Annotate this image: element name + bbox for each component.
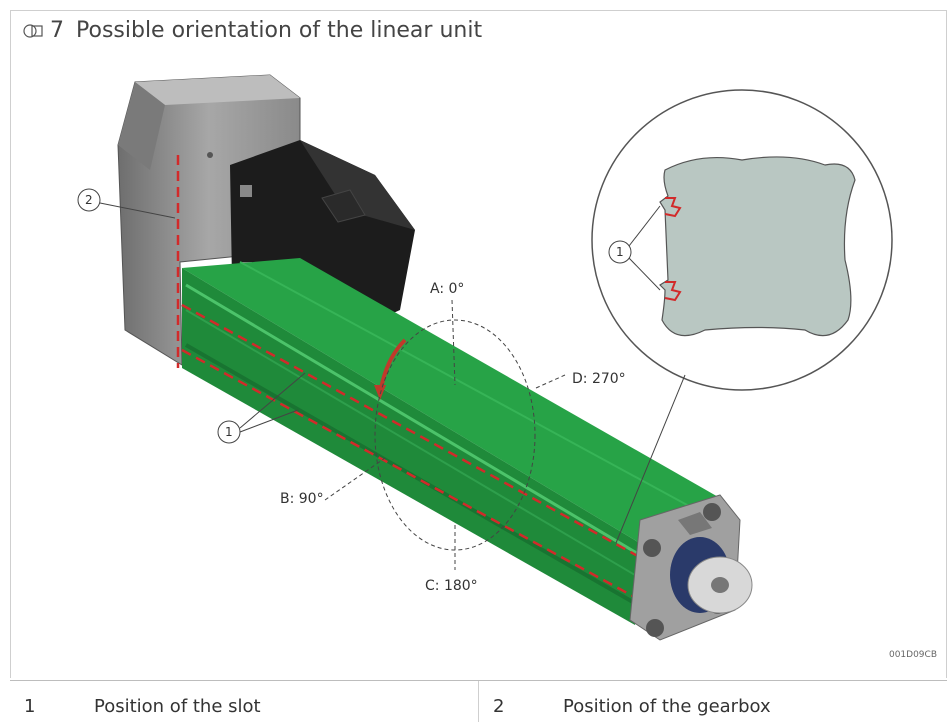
callout-gearbox: 2 bbox=[77, 188, 176, 219]
svg-text:1: 1 bbox=[225, 425, 233, 439]
profile-body bbox=[182, 258, 720, 625]
slot-markers bbox=[176, 155, 646, 602]
angle-label-c: C: 180° bbox=[425, 578, 478, 594]
figure-frame bbox=[10, 10, 947, 678]
legend-item-slot: 1 Position of the slot bbox=[10, 681, 478, 722]
figure-number: 7 bbox=[50, 18, 64, 43]
angle-label-b: B: 90° bbox=[280, 491, 324, 507]
figure-caption: 7 Possible orientation of the linear uni… bbox=[22, 18, 482, 43]
figure-title: Possible orientation of the linear unit bbox=[76, 18, 483, 43]
legend-text: Position of the gearbox bbox=[563, 696, 771, 717]
angle-label-a: A: 0° bbox=[430, 281, 464, 297]
end-plate bbox=[629, 494, 753, 641]
legend-number: 1 bbox=[24, 696, 36, 717]
callout-slot: 1 bbox=[217, 372, 306, 444]
figure-icon bbox=[23, 23, 43, 38]
orientation-guides bbox=[324, 299, 566, 570]
svg-text:1: 1 bbox=[616, 245, 624, 259]
legend-text: Position of the slot bbox=[94, 696, 261, 717]
legend-item-gearbox: 2 Position of the gearbox bbox=[478, 681, 947, 722]
legend-number: 2 bbox=[493, 696, 505, 717]
svg-text:2: 2 bbox=[85, 193, 93, 207]
callout-detail-slot: 1 bbox=[608, 205, 661, 291]
image-code: 001D09CB bbox=[888, 650, 937, 660]
gearbox bbox=[117, 74, 301, 366]
angle-label-d: D: 270° bbox=[572, 371, 626, 387]
legend-table: 1 Position of the slot 2 Position of the… bbox=[10, 680, 947, 722]
detail-view bbox=[591, 89, 893, 544]
